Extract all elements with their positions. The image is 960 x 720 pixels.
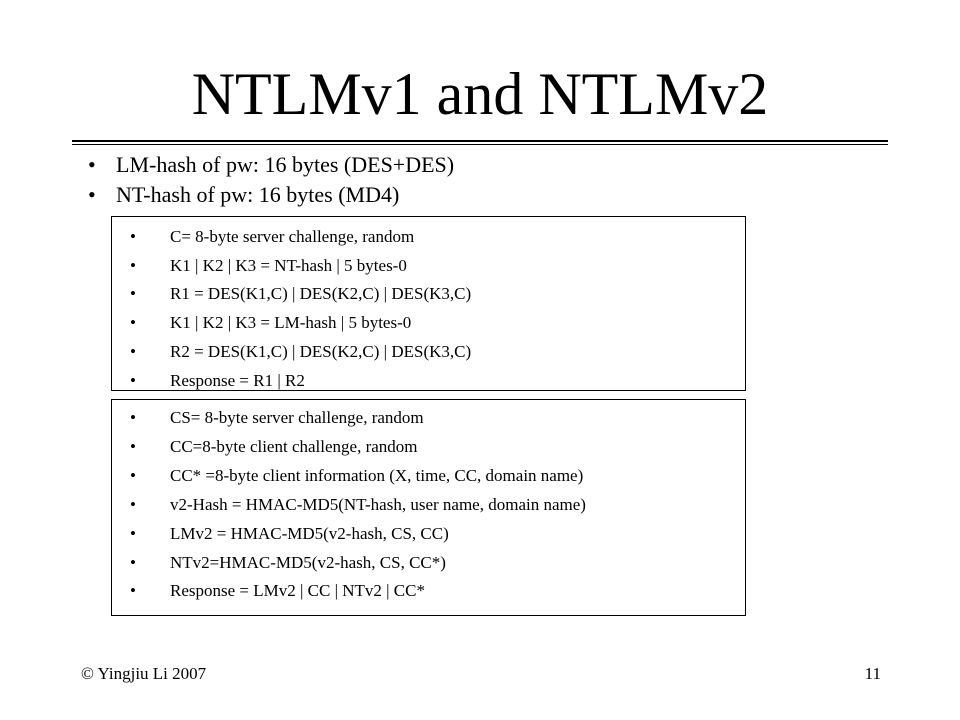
list-item: • v2-Hash = HMAC-MD5(NT-hash, user name, … — [112, 491, 745, 520]
list-item: • C= 8-byte server challenge, random — [112, 223, 745, 252]
bullet-icon: • — [130, 370, 136, 390]
list-item: • Response = LMv2 | CC | NTv2 | CC* — [112, 577, 745, 606]
bullet-icon: • — [88, 182, 96, 207]
bullet-icon: • — [130, 227, 136, 246]
list-item: • CS= 8-byte server challenge, random — [112, 404, 745, 433]
bullet-icon: • — [130, 341, 136, 361]
list-item: • Response = R1 | R2 — [112, 367, 745, 396]
list-item-text: R2 = DES(K1,C) | DES(K2,C) | DES(K3,C) — [170, 341, 472, 361]
list-item-text: Response = LMv2 | CC | NTv2 | CC* — [170, 581, 425, 601]
list-item: • CC* =8-byte client information (X, time… — [112, 462, 745, 491]
list-item-text: K1 | K2 | K3 = LM-hash | 5 bytes-0 — [170, 313, 412, 333]
list-item-text: LMv2 = HMAC-MD5(v2-hash, CS, CC) — [170, 523, 449, 543]
ntlmv1-box: • C= 8-byte server challenge, random • K1 … — [111, 216, 746, 391]
page-number: 11 — [864, 664, 881, 683]
list-item-text: Response = R1 | R2 — [170, 370, 305, 390]
list-item-text: R1 = DES(K1,C) | DES(K2,C) | DES(K3,C) — [170, 284, 472, 304]
list-item-text: CC* =8-byte client information (X, time,… — [170, 465, 584, 485]
bullet-icon: • — [130, 552, 136, 572]
list-item: • K1 | K2 | K3 = NT-hash | 5 bytes-0 — [112, 252, 745, 281]
list-item-text: NTv2=HMAC-MD5(v2-hash, CS, CC*) — [170, 552, 446, 572]
bullet-icon: • — [130, 523, 136, 543]
list-item: • LMv2 = HMAC-MD5(v2-hash, CS, CC) — [112, 520, 745, 549]
list-item: • LM-hash of pw: 16 bytes (DES+DES) — [88, 150, 454, 180]
list-item-text: C= 8-byte server challenge, random — [170, 227, 415, 246]
list-item-text: CC=8-byte client challenge, random — [170, 436, 418, 456]
list-item: • NT-hash of pw: 16 bytes (MD4) — [88, 180, 454, 210]
list-item: • NTv2=HMAC-MD5(v2-hash, CS, CC*) — [112, 549, 745, 578]
bullet-icon: • — [130, 581, 136, 601]
list-item: • K1 | K2 | K3 = LM-hash | 5 bytes-0 — [112, 309, 745, 338]
list-item: • R2 = DES(K1,C) | DES(K2,C) | DES(K3,C) — [112, 338, 745, 367]
hash-bullet-list: • LM-hash of pw: 16 bytes (DES+DES) • NT-h… — [88, 150, 454, 210]
bullet-icon: • — [130, 284, 136, 304]
list-item-text: LM-hash of pw: 16 bytes (DES+DES) — [116, 152, 455, 177]
list-item: • R1 = DES(K1,C) | DES(K2,C) | DES(K3,C) — [112, 280, 745, 309]
list-item: • CC=8-byte client challenge, random — [112, 433, 745, 462]
list-item-text: v2-Hash = HMAC-MD5(NT-hash, user name, d… — [170, 494, 586, 514]
bullet-icon: • — [88, 152, 96, 177]
bullet-icon: • — [130, 494, 136, 514]
bullet-icon: • — [130, 436, 136, 456]
title-divider — [72, 140, 888, 145]
bullet-icon: • — [130, 255, 136, 275]
list-item-text: K1 | K2 | K3 = NT-hash | 5 bytes-0 — [170, 255, 407, 275]
list-item-text: CS= 8-byte server challenge, random — [170, 408, 424, 427]
bullet-icon: • — [130, 408, 136, 427]
list-item-text: NT-hash of pw: 16 bytes (MD4) — [116, 182, 400, 207]
bullet-icon: • — [130, 465, 136, 485]
bullet-icon: • — [130, 313, 136, 333]
ntlmv2-box: • CS= 8-byte server challenge, random • CC… — [111, 399, 746, 616]
slide-title: NTLMv1 and NTLMv2 — [191, 61, 769, 127]
footer-copyright: © Yingjiu Li 2007 — [81, 664, 207, 683]
